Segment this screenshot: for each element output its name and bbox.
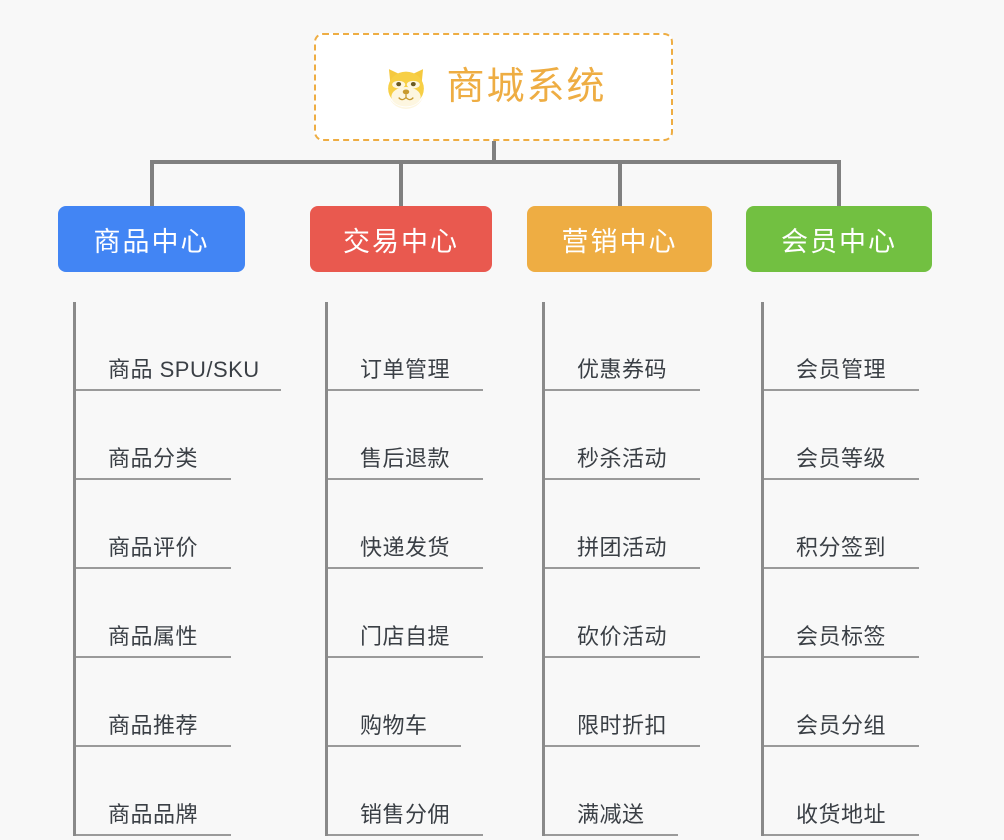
leaf-item[interactable]: 会员标签 — [764, 569, 932, 658]
connector-drop-2 — [399, 160, 403, 208]
category-header-1[interactable]: 商品中心 — [58, 206, 245, 272]
leaf-item[interactable]: 会员分组 — [764, 658, 932, 747]
leaf-item-label: 会员标签 — [796, 624, 887, 649]
leaf-item-label: 商品推荐 — [108, 713, 199, 738]
leaf-list-3: 优惠券码秒杀活动拼团活动砍价活动限时折扣满减送 — [542, 302, 712, 836]
connector-drop-3 — [618, 160, 622, 208]
leaf-item-label: 订单管理 — [360, 357, 451, 382]
leaf-item-label: 砍价活动 — [577, 624, 668, 649]
shiba-inu-dog-face-icon — [380, 61, 432, 113]
leaf-item-label: 会员分组 — [796, 713, 887, 738]
leaf-list-2: 订单管理售后退款快递发货门店自提购物车销售分佣 — [325, 302, 492, 836]
leaf-item-label: 商品品牌 — [108, 802, 199, 827]
leaf-item[interactable]: 商品推荐 — [76, 658, 245, 747]
leaf-item-underline — [328, 478, 483, 480]
leaf-item-underline — [76, 389, 281, 391]
leaf-item-label: 售后退款 — [360, 446, 451, 471]
category-column-2: 交易中心订单管理售后退款快递发货门店自提购物车销售分佣 — [310, 206, 492, 836]
leaf-item-underline — [764, 656, 919, 658]
leaf-item-label: 商品评价 — [108, 535, 199, 560]
leaf-item-underline — [545, 567, 700, 569]
leaf-item[interactable]: 商品品牌 — [76, 747, 245, 836]
leaf-item-label: 积分签到 — [796, 535, 887, 560]
leaf-item-label: 会员等级 — [796, 446, 887, 471]
root-node[interactable]: 商城系统 — [314, 33, 673, 141]
leaf-item-label: 限时折扣 — [577, 713, 668, 738]
leaf-item-underline — [764, 567, 919, 569]
leaf-item-underline — [328, 834, 483, 836]
leaf-item-label: 销售分佣 — [360, 802, 451, 827]
leaf-item[interactable]: 满减送 — [545, 747, 712, 836]
category-column-3: 营销中心优惠券码秒杀活动拼团活动砍价活动限时折扣满减送 — [527, 206, 712, 836]
leaf-item[interactable]: 销售分佣 — [328, 747, 492, 836]
leaf-item-label: 秒杀活动 — [577, 446, 668, 471]
connector-root-stub — [492, 141, 496, 163]
leaf-item-underline — [764, 834, 919, 836]
leaf-item[interactable]: 会员管理 — [764, 302, 932, 391]
category-header-2[interactable]: 交易中心 — [310, 206, 492, 272]
leaf-item-underline — [545, 478, 700, 480]
connector-horizontal-bus — [150, 160, 840, 164]
leaf-item-label: 拼团活动 — [577, 535, 668, 560]
leaf-list-1: 商品 SPU/SKU 商品分类商品评价商品属性商品推荐商品品牌 — [73, 302, 281, 836]
leaf-item-label: 商品 SPU/SKU — [108, 357, 260, 382]
category-header-4[interactable]: 会员中心 — [746, 206, 932, 272]
leaf-item-underline — [545, 745, 700, 747]
leaf-item[interactable]: 门店自提 — [328, 569, 492, 658]
leaf-item-label: 购物车 — [360, 713, 428, 738]
root-title: 商城系统 — [446, 66, 607, 108]
leaf-item[interactable]: 订单管理 — [328, 302, 492, 391]
connector-drop-1 — [150, 160, 154, 208]
leaf-item-underline — [76, 567, 231, 569]
leaf-list-4: 会员管理会员等级积分签到会员标签会员分组收货地址 — [761, 302, 932, 836]
leaf-item-underline — [76, 834, 231, 836]
leaf-item[interactable]: 商品分类 — [76, 391, 245, 480]
leaf-item-label: 商品属性 — [108, 624, 199, 649]
leaf-item[interactable]: 会员等级 — [764, 391, 932, 480]
leaf-item-underline — [545, 656, 700, 658]
category-column-4: 会员中心会员管理会员等级积分签到会员标签会员分组收货地址 — [746, 206, 932, 836]
category-header-3[interactable]: 营销中心 — [527, 206, 712, 272]
leaf-item[interactable]: 商品评价 — [76, 480, 245, 569]
leaf-item-underline — [545, 389, 700, 391]
leaf-item[interactable]: 收货地址 — [764, 747, 932, 836]
leaf-item[interactable]: 优惠券码 — [545, 302, 712, 391]
leaf-item-underline — [76, 745, 231, 747]
leaf-item-label: 商品分类 — [108, 446, 199, 471]
leaf-item[interactable]: 秒杀活动 — [545, 391, 712, 480]
leaf-item-underline — [545, 834, 678, 836]
connector-drop-4 — [837, 160, 841, 208]
leaf-item-underline — [764, 745, 919, 747]
leaf-item-label: 快递发货 — [360, 535, 451, 560]
leaf-item[interactable]: 积分签到 — [764, 480, 932, 569]
leaf-item[interactable]: 购物车 — [328, 658, 492, 747]
leaf-item-label: 门店自提 — [360, 624, 451, 649]
leaf-item[interactable]: 砍价活动 — [545, 569, 712, 658]
leaf-item-label: 满减送 — [577, 802, 645, 827]
leaf-item-underline — [328, 656, 483, 658]
leaf-item[interactable]: 快递发货 — [328, 480, 492, 569]
leaf-item-label: 优惠券码 — [577, 357, 668, 382]
leaf-item[interactable]: 售后退款 — [328, 391, 492, 480]
leaf-item[interactable]: 拼团活动 — [545, 480, 712, 569]
leaf-item[interactable]: 商品 SPU/SKU — [76, 302, 281, 391]
leaf-item[interactable]: 限时折扣 — [545, 658, 712, 747]
leaf-item-label: 收货地址 — [796, 802, 887, 827]
leaf-item[interactable]: 商品属性 — [76, 569, 245, 658]
leaf-item-underline — [328, 745, 461, 747]
leaf-item-underline — [764, 389, 919, 391]
leaf-item-underline — [328, 389, 483, 391]
category-column-1: 商品中心商品 SPU/SKU 商品分类商品评价商品属性商品推荐商品品牌 — [58, 206, 281, 836]
leaf-item-underline — [764, 478, 919, 480]
leaf-item-underline — [76, 656, 231, 658]
leaf-item-underline — [328, 567, 483, 569]
leaf-item-label: 会员管理 — [796, 357, 887, 382]
leaf-item-underline — [76, 478, 231, 480]
